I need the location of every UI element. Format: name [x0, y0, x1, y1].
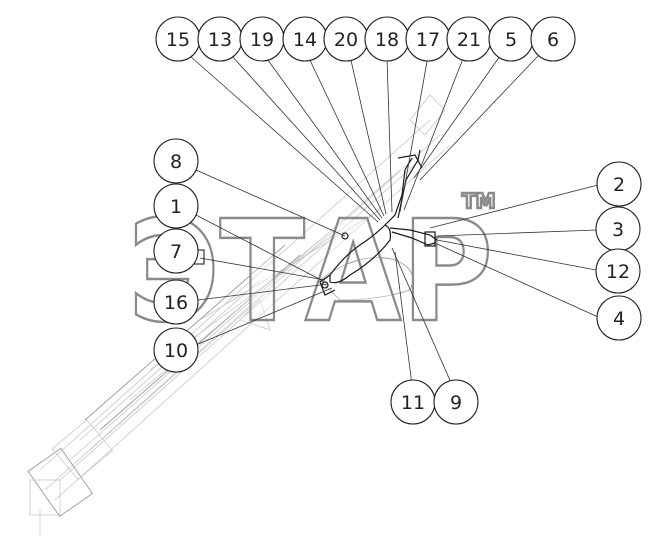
- callout-2: 2: [596, 161, 642, 207]
- leader-19: [264, 55, 383, 219]
- callout-8: 8: [153, 138, 199, 184]
- callout-label: 7: [170, 241, 182, 263]
- leader-13: [231, 55, 381, 221]
- callout-label: 16: [164, 292, 188, 314]
- callout-21: 21: [446, 16, 492, 62]
- callout-label: 8: [170, 151, 182, 173]
- callout-circle: [530, 16, 576, 62]
- leader-7: [199, 257, 326, 281]
- leader-4: [436, 243, 599, 318]
- callout-label: 18: [375, 29, 399, 51]
- hose-line: [319, 274, 336, 296]
- hose-body: [329, 224, 392, 284]
- callout-label: 21: [457, 29, 481, 51]
- callout-circle: [595, 248, 641, 294]
- callout-label: 10: [164, 340, 188, 362]
- callout-label: 3: [612, 219, 624, 241]
- callout-13: 13: [197, 16, 243, 62]
- boom-tip: [51, 419, 114, 481]
- boom-line: [44, 134, 441, 491]
- leader-18: [386, 57, 393, 213]
- callout-9: 9: [433, 379, 479, 425]
- callout-11: 11: [390, 379, 436, 425]
- leader-21: [403, 55, 465, 211]
- callout-circle: [153, 327, 199, 373]
- callout-label: 19: [250, 29, 274, 51]
- leader-14: [307, 55, 385, 217]
- hose-line: [391, 231, 436, 246]
- callout-15: 15: [155, 16, 201, 62]
- hose-line: [384, 157, 413, 226]
- boom-line: [69, 169, 401, 461]
- callout-1: 1: [153, 183, 199, 229]
- callout-14: 14: [282, 16, 328, 62]
- boom-line: [39, 119, 431, 471]
- callout-label: 14: [293, 29, 317, 51]
- callout-circle: [433, 379, 479, 425]
- leader-15: [189, 55, 379, 223]
- callout-17: 17: [405, 16, 451, 62]
- callout-circle: [596, 161, 642, 207]
- callout-label: 5: [505, 29, 517, 51]
- boom-line: [129, 239, 321, 401]
- callout-7: 7: [153, 228, 199, 274]
- hose-line: [389, 227, 438, 241]
- callout-circle: [153, 138, 199, 184]
- valve-block: [424, 231, 436, 247]
- callout-label: 11: [401, 392, 425, 414]
- hose-line: [397, 154, 423, 169]
- callout-circle: [153, 183, 199, 229]
- callout-circle: [596, 295, 642, 341]
- callout-label: 2: [613, 174, 625, 196]
- leader-3: [436, 229, 597, 237]
- callout-circle: [153, 228, 199, 274]
- callout-3: 3: [595, 206, 641, 252]
- turret: [319, 257, 414, 301]
- leader-10: [195, 287, 333, 346]
- leader-6: [419, 55, 539, 181]
- leader-2: [429, 184, 599, 229]
- callout-6: 6: [530, 16, 576, 62]
- boom-line: [199, 209, 381, 321]
- leader-9: [391, 247, 453, 386]
- callout-label: 13: [208, 29, 232, 51]
- callout-label: 17: [416, 29, 440, 51]
- callout-5: 5: [488, 16, 534, 62]
- leader-lines: [189, 55, 599, 386]
- callout-20: 20: [323, 16, 369, 62]
- callout-circle: [153, 279, 199, 325]
- hose-assembly: [319, 149, 438, 296]
- leader-1: [195, 214, 326, 283]
- bracket: [239, 299, 271, 331]
- callout-4: 4: [596, 295, 642, 341]
- callout-label: 9: [450, 392, 462, 414]
- callout-18: 18: [364, 16, 410, 62]
- hook-block: [29, 479, 61, 516]
- leader-12: [436, 239, 597, 271]
- callout-label: 6: [547, 29, 559, 51]
- boom-head: [409, 94, 446, 136]
- callout-label: 15: [166, 29, 190, 51]
- callout-19: 19: [239, 16, 285, 62]
- leader-17: [399, 55, 429, 213]
- leader-5: [413, 55, 501, 179]
- fitting: [341, 232, 349, 240]
- leader-20: [349, 55, 387, 215]
- leader-11: [394, 251, 413, 386]
- leader-16: [197, 283, 329, 301]
- callout-16: 16: [153, 279, 199, 325]
- callout-10: 10: [153, 327, 199, 373]
- callout-label: 20: [334, 29, 358, 51]
- callout-label: 12: [606, 261, 630, 283]
- callout-label: 1: [170, 196, 182, 218]
- leader-8: [195, 169, 346, 237]
- boom-tip: [27, 447, 94, 518]
- watermark-trademark: TM: [462, 189, 496, 213]
- callout-12: 12: [595, 248, 641, 294]
- callout-label: 4: [613, 308, 625, 330]
